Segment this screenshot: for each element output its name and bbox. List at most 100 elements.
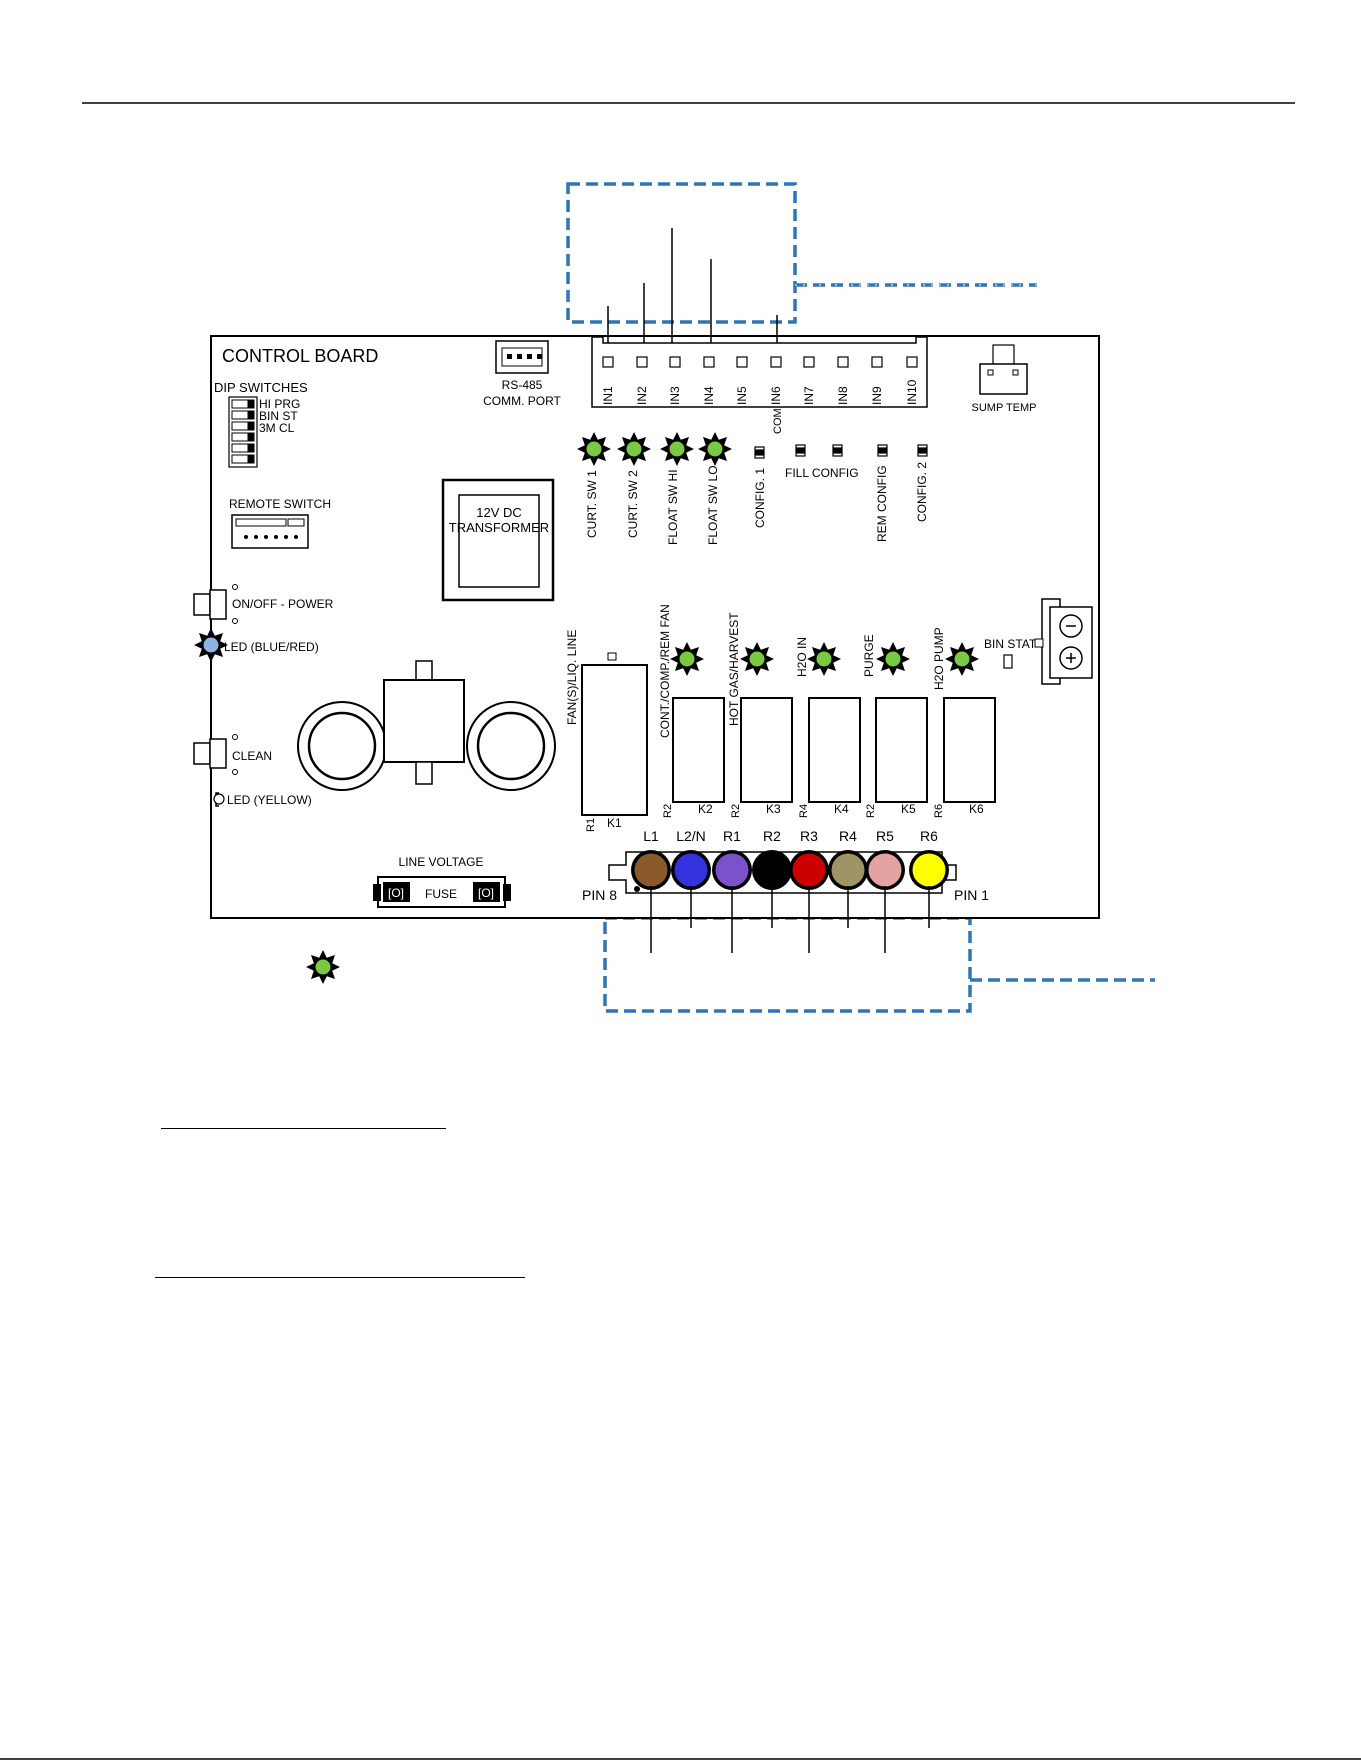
relay-resistor-label: R2 [865, 804, 877, 818]
input-led-3 [660, 432, 694, 466]
clean-led-label: LED (YELLOW) [227, 793, 312, 807]
sump-temp-connector[interactable] [979, 344, 1028, 395]
pin-8-label: PIN 8 [582, 887, 617, 903]
terminal-r6[interactable] [912, 853, 946, 887]
input-led-label-1: CURT. SW 1 [585, 470, 599, 538]
terminal-r2[interactable] [755, 853, 789, 887]
in-pin-label-3: IN3 [668, 386, 682, 405]
remote-switch-label: REMOTE SWITCH [229, 497, 331, 511]
blank-line-2 [155, 1277, 525, 1278]
terminal-label: R1 [723, 828, 741, 844]
relay-led-label-5: H2O PUMP [932, 627, 946, 690]
bin-stat-connector[interactable] [1034, 598, 1093, 685]
power-switch-label: ON/OFF - POWER [232, 597, 334, 611]
in-pin-8 [837, 356, 849, 368]
terminal-l2-n[interactable] [674, 853, 708, 887]
terminal-l1[interactable] [634, 853, 668, 887]
legend-led-icon [306, 950, 340, 984]
legend-led-star [306, 950, 340, 984]
relay-resistor-label: R2 [662, 804, 674, 818]
input-pin-squares [602, 356, 918, 368]
line-voltage-label: LINE VOLTAGE [399, 855, 484, 869]
clean-switch[interactable] [193, 734, 238, 775]
rem-config-label: REM CONFIG [875, 465, 889, 542]
terminal-label: R6 [920, 828, 938, 844]
config-1-label: CONFIG. 1 [753, 468, 767, 528]
relay-led-label-1: CONT./COMP./REM FAN [658, 604, 672, 738]
config-2-label: CONFIG. 2 [915, 462, 929, 522]
in-pin-7 [803, 356, 815, 368]
terminal-r5[interactable] [868, 853, 902, 887]
in-pin-3 [669, 356, 681, 368]
rs485-label: RS-485 [502, 378, 543, 392]
relay-label: K6 [969, 802, 984, 816]
relay-label: K2 [698, 802, 713, 816]
dip-switches-title: DIP SWITCHES [214, 380, 308, 395]
relay-led-4 [876, 642, 910, 676]
input-header-strip[interactable] [591, 336, 928, 408]
input-leds [577, 432, 732, 466]
terminal-r1[interactable] [715, 853, 749, 887]
bin-stat-jumper[interactable] [1003, 654, 1013, 669]
power-switch[interactable] [193, 584, 238, 624]
in-pin-label-4: IN4 [702, 386, 716, 405]
relay-resistor-label: R4 [798, 804, 810, 818]
relay-k5: K5 R2 [865, 697, 928, 818]
comm-port-label: COMM. PORT [483, 394, 561, 408]
relay-led-label-2: HOT GAS/HARVEST [727, 612, 741, 726]
relay-k4: K4 R4 [798, 697, 861, 818]
relay-label: K5 [901, 802, 916, 816]
pin8-dot [634, 886, 640, 892]
output-terminals [631, 850, 949, 892]
relay-k2: K2 R2 [662, 697, 725, 818]
input-led-label-2: CURT. SW 2 [626, 470, 640, 538]
fuse-holder[interactable]: [O] [O] [373, 876, 511, 908]
capacitor-left [297, 701, 387, 791]
terminal-r4[interactable] [831, 853, 865, 887]
in-pin-2 [636, 356, 648, 368]
in-pin-9 [871, 356, 883, 368]
svg-text:[O]: [O] [388, 886, 404, 900]
input-callout-box [566, 182, 797, 324]
rs485-connector[interactable] [495, 340, 549, 374]
center-component [383, 660, 465, 785]
input-led-2 [617, 432, 651, 466]
transformer [441, 478, 555, 602]
power-led-label: LED (BLUE/RED) [224, 640, 319, 654]
blank-line-1 [161, 1128, 446, 1129]
terminal-label: R4 [839, 828, 857, 844]
dip-label-3m-cl: 3M CL [259, 421, 295, 435]
input-led-1 [577, 432, 611, 466]
relay-led-5 [945, 642, 979, 676]
in-pin-label-1: IN1 [601, 386, 615, 405]
pin-1-label: PIN 1 [954, 887, 989, 903]
relay-led-1 [670, 642, 704, 676]
config-jumpers[interactable] [754, 444, 928, 459]
relay-label: K4 [834, 802, 849, 816]
relay-led-3 [807, 642, 841, 676]
remote-switch-connector[interactable] [231, 514, 309, 549]
terminal-r3[interactable] [792, 853, 826, 887]
dip-label-bin-st: BIN ST [259, 409, 298, 423]
in-pin-label-5: IN5 [735, 386, 749, 405]
dip-label-hi-prg: HI PRG [259, 397, 300, 411]
dip-switch-block[interactable] [228, 396, 258, 468]
com-label: COM [772, 408, 784, 434]
relay-k1 [581, 652, 648, 816]
in-pin-4 [703, 356, 715, 368]
fuse-label: FUSE [425, 887, 457, 901]
board-outline [210, 335, 1100, 919]
clean-switch-label: CLEAN [232, 749, 272, 763]
output-callout-box [603, 916, 972, 1013]
fill-config-label: FILL CONFIG [785, 466, 859, 480]
relay-k1-resistor: R1 [585, 818, 597, 832]
relay-resistor-label: R2 [730, 804, 742, 818]
power-led-icon [194, 628, 228, 662]
terminal-label: R2 [763, 828, 781, 844]
in-pin-10 [906, 356, 918, 368]
